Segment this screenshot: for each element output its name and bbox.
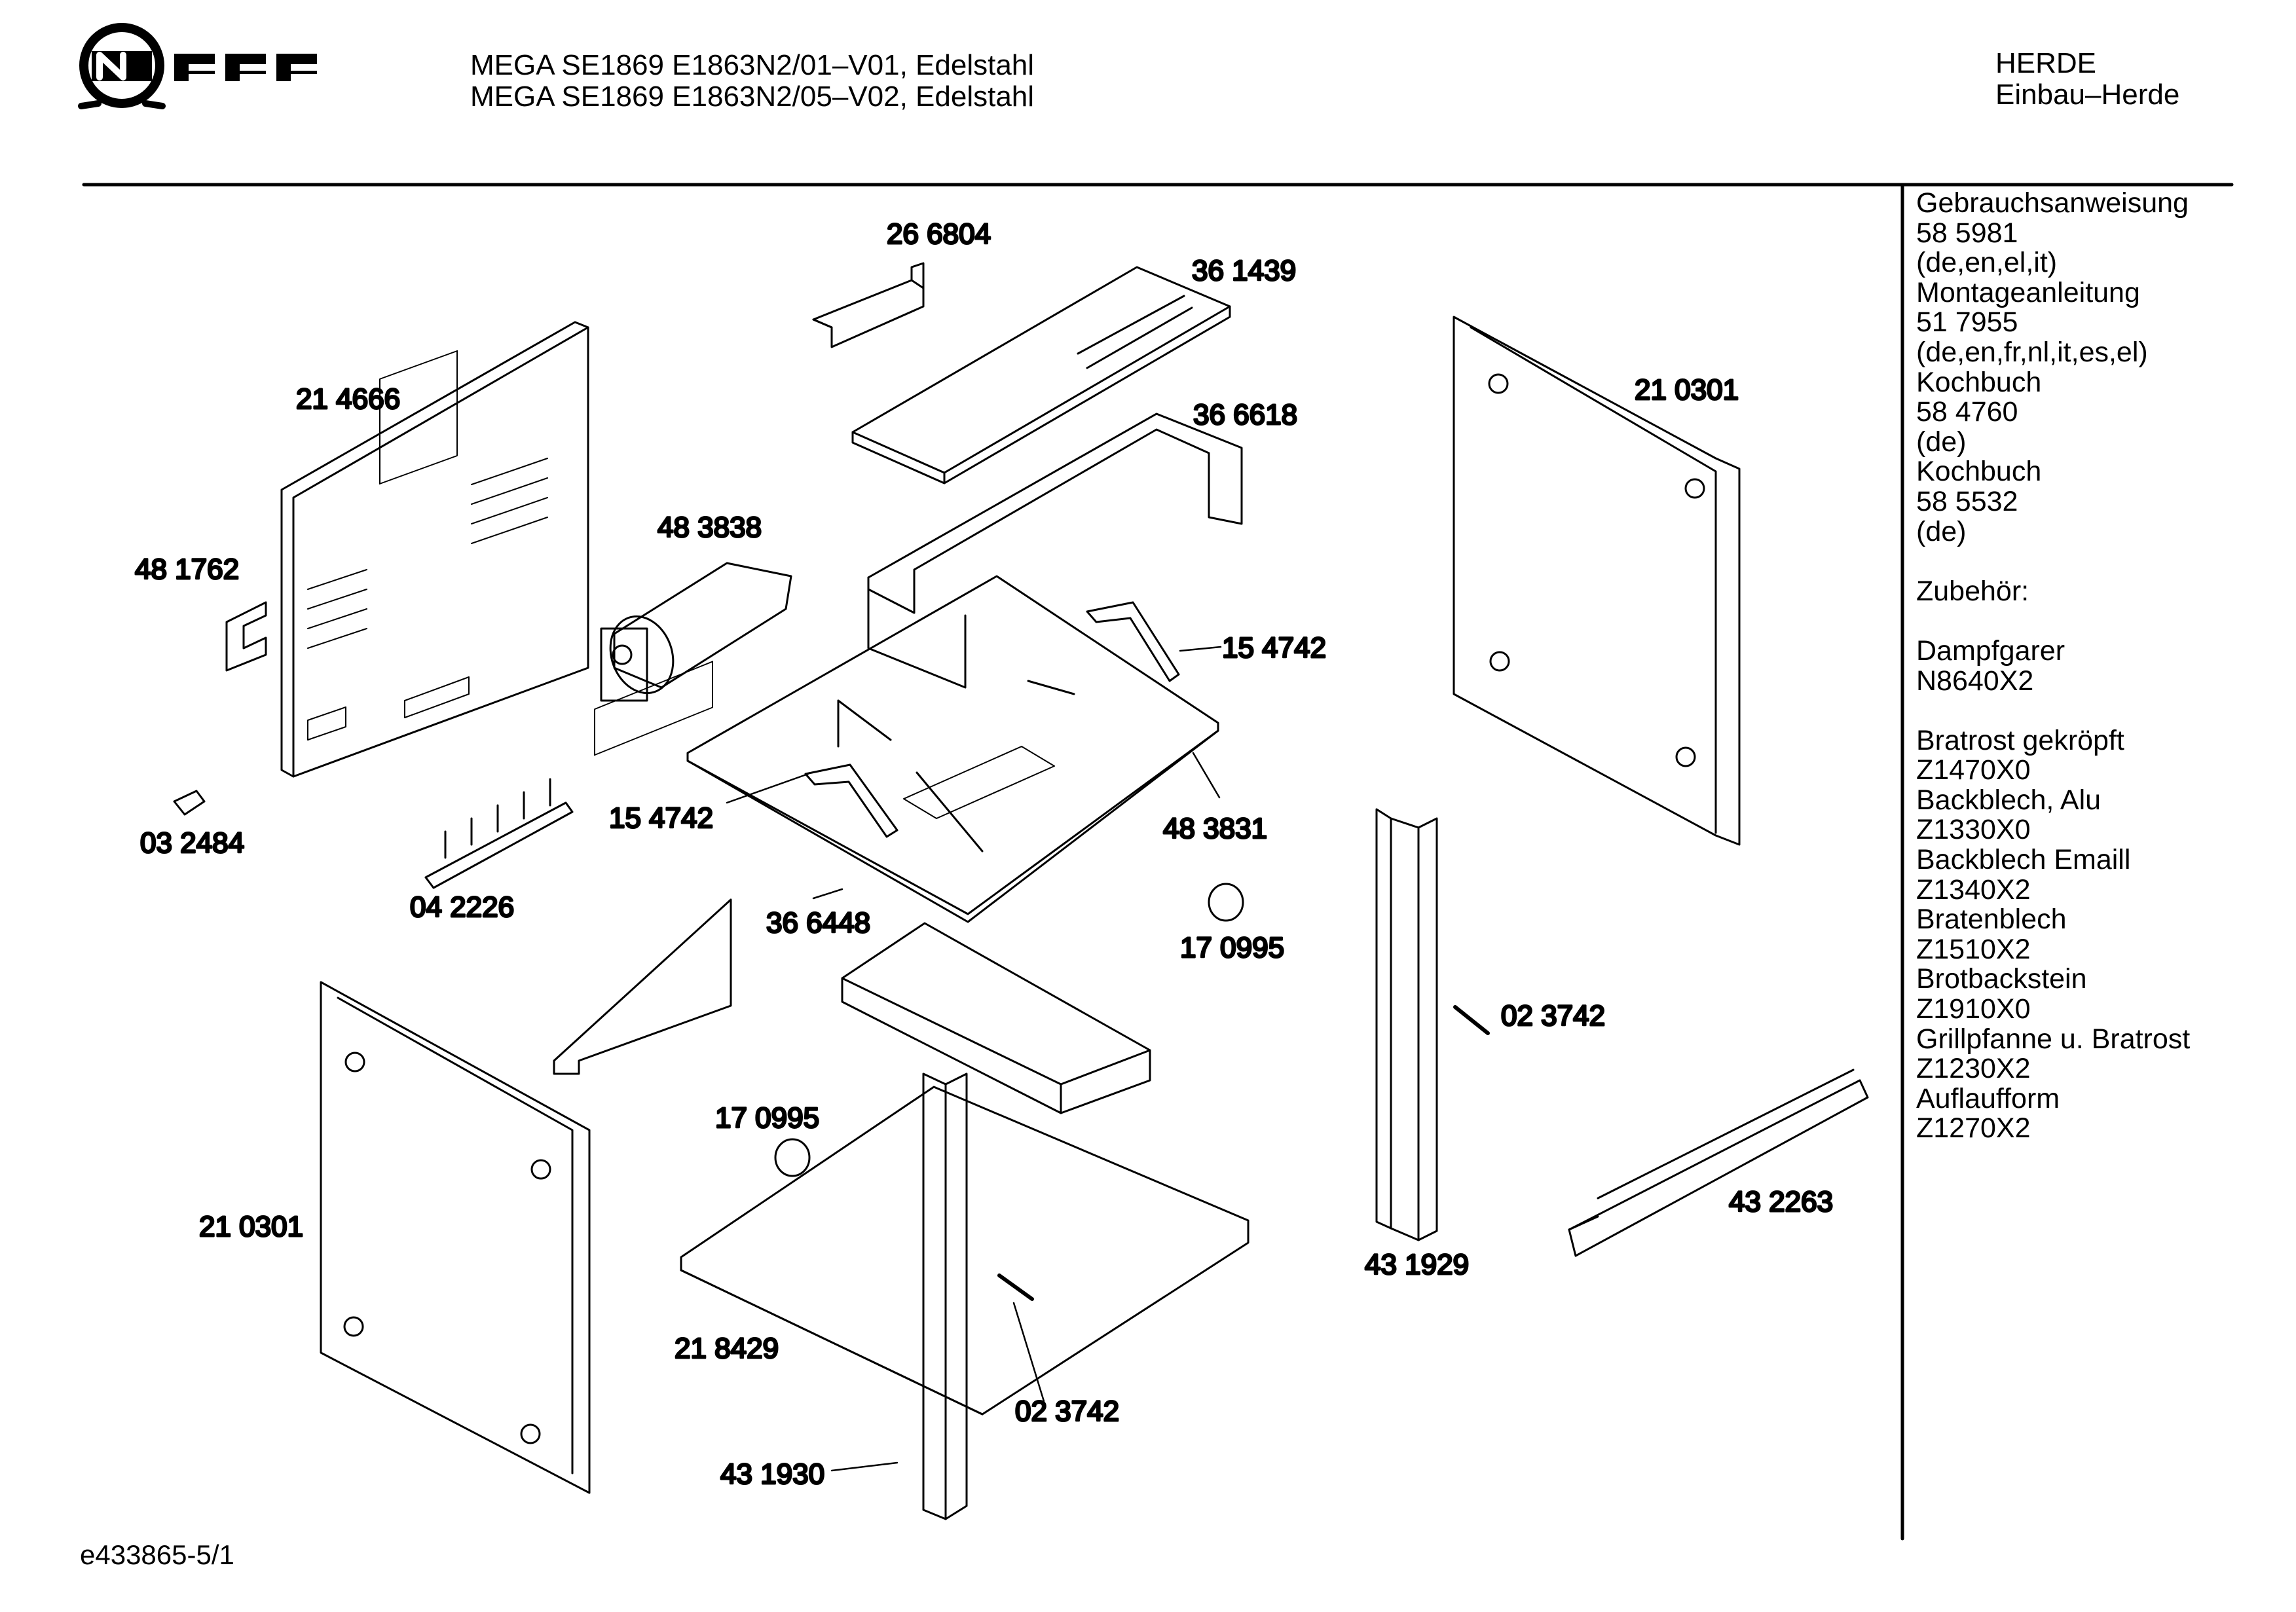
sidebar-item: Dampfgarer	[1916, 634, 2065, 667]
sidebar-item: 58 5981	[1916, 217, 2018, 249]
part-sidewall-210301-right	[1453, 316, 1741, 846]
neff-logo	[78, 23, 317, 109]
label-218429: 21 8429	[675, 1332, 779, 1365]
sidebar-item: 58 4760	[1916, 396, 2018, 428]
part-rail-366618	[867, 412, 1243, 689]
model-line-2: MEGA SE1869 E1863N2/05–V02, Edelstahl	[470, 81, 1035, 113]
model-line-1: MEGA SE1869 E1863N2/01–V01, Edelstahl	[470, 49, 1035, 81]
sidebar-item: Z1270X2	[1916, 1112, 2031, 1145]
part-runner-432263	[1568, 1069, 1869, 1257]
sidebar-item: Brotbackstein	[1916, 963, 2087, 995]
part-upright-431929	[1375, 808, 1438, 1241]
sidebar-item: Z1340X2	[1916, 873, 2031, 906]
label-210301-left: 21 0301	[199, 1211, 303, 1243]
sidebar-list: Gebrauchsanweisung 58 5981 (de,en,el,it)…	[1916, 187, 2191, 1145]
label-361439: 36 1439	[1192, 255, 1296, 287]
sidebar-item: Kochbuch	[1916, 366, 2042, 398]
label-431930: 43 1930	[720, 1458, 824, 1490]
sidebar-item: Bratenblech	[1916, 904, 2067, 936]
label-023742-bottom: 02 3742	[1015, 1395, 1119, 1427]
category-line-1: HERDE	[1995, 47, 2097, 79]
part-switch-042226	[424, 778, 574, 889]
label-032484: 03 2484	[140, 827, 244, 859]
label-170995-left: 17 0995	[715, 1102, 819, 1134]
label-366448: 36 6448	[766, 907, 870, 939]
sidebar-item: Z1470X0	[1916, 754, 2031, 786]
leader-lines	[726, 646, 1222, 1472]
part-frame-bracket	[553, 661, 732, 1075]
label-154742-right: 15 4742	[1222, 632, 1326, 664]
label-023742-right: 02 3742	[1501, 1000, 1605, 1032]
label-154742-left: 15 4742	[609, 802, 713, 834]
part-cover-361439	[851, 266, 1231, 485]
label-432263: 43 2263	[1729, 1186, 1833, 1218]
part-handle-154742-a	[1086, 601, 1180, 682]
sidebar-item: (de)	[1916, 426, 1967, 458]
part-labels: 26 6804 36 1439 21 4666 36 6618 21 0301 …	[134, 217, 1834, 1492]
sidebar-item: Z1910X0	[1916, 993, 2031, 1025]
part-motor-483838	[600, 562, 792, 702]
label-481762: 48 1762	[135, 553, 239, 585]
label-483838: 48 3838	[657, 511, 762, 543]
label-266804: 26 6804	[887, 218, 991, 250]
sidebar-item: Grillpfanne u. Bratrost	[1916, 1023, 2191, 1055]
sidebar-item: Backblech, Alu	[1916, 784, 2102, 816]
sidebar-item: (de)	[1916, 515, 1967, 547]
part-nut-170995-b	[774, 1138, 811, 1177]
part-baseplate-218429	[680, 1086, 1250, 1416]
part-screw-023742-a	[1453, 1005, 1490, 1035]
part-panel-214666	[280, 321, 589, 778]
sidebar-item: Montageanleitung	[1916, 276, 2140, 308]
label-214666: 21 4666	[296, 383, 400, 415]
drawing-id: e433865-5/1	[80, 1539, 234, 1570]
sidebar-item: (de,en,el,it)	[1916, 247, 2058, 279]
sidebar-item: Zubehör:	[1916, 575, 2029, 607]
part-upright-431930	[922, 1072, 968, 1520]
sidebar-item: Auflaufform	[1916, 1082, 2060, 1114]
sidebar-item: 58 5532	[1916, 485, 2018, 517]
sidebar-item: Bratrost gekröpft	[1916, 724, 2124, 756]
sidebar-item: Kochbuch	[1916, 456, 2042, 488]
sidebar-item: Z1330X0	[1916, 814, 2031, 846]
sidebar-item: 51 7955	[1916, 306, 2018, 339]
part-screw-023742-b	[997, 1273, 1034, 1301]
part-handle-154742-b	[804, 763, 898, 838]
part-tray-483831	[686, 575, 1219, 923]
part-sidewall-210301-left	[320, 981, 591, 1494]
sidebar-item: Gebrauchsanweisung	[1916, 187, 2189, 219]
part-box	[841, 922, 1151, 1114]
sidebar-item: Backblech Emaill	[1916, 844, 2131, 876]
label-431929: 43 1929	[1365, 1249, 1469, 1281]
sidebar-item: (de,en,fr,nl,it,es,el)	[1916, 336, 2148, 368]
label-483831: 48 3831	[1163, 813, 1267, 845]
sidebar-item: Z1510X2	[1916, 933, 2031, 965]
part-clip-481762	[225, 601, 267, 672]
part-nut-170995-a	[1208, 883, 1244, 922]
label-170995-right: 17 0995	[1180, 932, 1284, 964]
sidebar-item: N8640X2	[1916, 665, 2034, 697]
label-042226: 04 2226	[410, 891, 514, 923]
sidebar-item: Z1230X2	[1916, 1053, 2031, 1085]
label-210301-right: 21 0301	[1635, 374, 1739, 406]
category-line-2: Einbau–Herde	[1995, 79, 2180, 111]
label-366618: 36 6618	[1193, 399, 1297, 431]
part-knob-032484	[173, 790, 206, 816]
part-bracket-266804	[812, 262, 925, 348]
